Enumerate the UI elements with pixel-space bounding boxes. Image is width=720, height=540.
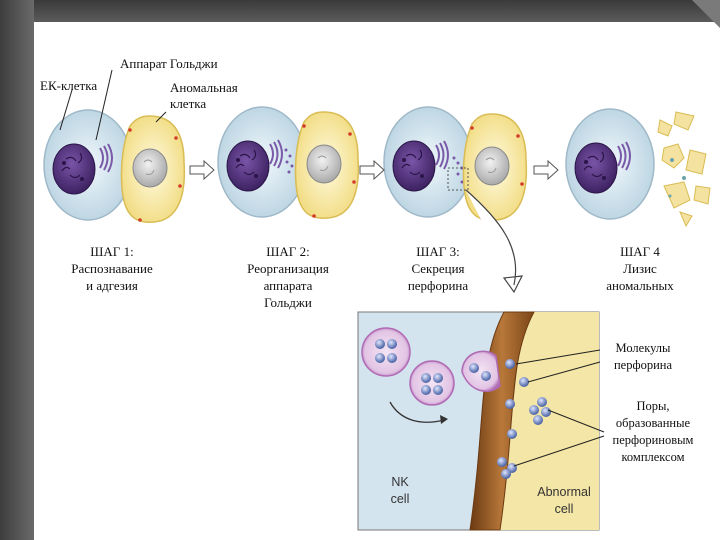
step3-cells bbox=[383, 106, 528, 221]
inset-nk-label-2: cell bbox=[390, 492, 410, 506]
step-4-caption: ШАГ 4 Лизис аномальных bbox=[580, 243, 700, 294]
abnormal-cell-2 bbox=[294, 111, 360, 219]
perforin-molecules bbox=[497, 359, 551, 479]
pores-label-2: образованные bbox=[615, 416, 691, 430]
window-frame-left bbox=[0, 0, 34, 540]
pores-label: Поры, образованные перфориновым комплекс… bbox=[603, 398, 703, 466]
step-2-title: ШАГ 2: bbox=[266, 244, 310, 259]
inset-abnormal-label: Abnormal cell bbox=[528, 484, 600, 518]
inset-nk-label: NK cell bbox=[380, 474, 420, 508]
step-2-caption: ШАГ 2: Реорганизация аппарата Гольджи bbox=[228, 243, 348, 311]
step-2-line2: аппарата bbox=[263, 278, 313, 293]
step-1-title: ШАГ 1: bbox=[90, 244, 134, 259]
step-3-line2: перфорина bbox=[407, 278, 469, 293]
abnormal-cell-1 bbox=[120, 115, 186, 223]
nk-cell-2 bbox=[217, 106, 307, 218]
step-3-title: ШАГ 3: bbox=[416, 244, 460, 259]
step-3-caption: ШАГ 3: Секреция перфорина bbox=[378, 243, 498, 294]
inset-panel bbox=[357, 311, 600, 531]
step-1-caption: ШАГ 1: Распознавание и адгезия bbox=[52, 243, 172, 294]
nk-cell-label: ЕК-клетка bbox=[40, 78, 98, 93]
perforin-label-1: Молекулы bbox=[615, 341, 671, 355]
perforin-label-2: перфорина bbox=[613, 358, 672, 372]
granules-2 bbox=[284, 148, 294, 174]
label-pointers bbox=[59, 69, 167, 141]
window-frame-top bbox=[0, 0, 720, 22]
abnormal-cell-label: Аномальная клетка bbox=[170, 80, 238, 111]
nk-cell-4 bbox=[565, 108, 655, 220]
abnormal-cell-3 bbox=[462, 113, 528, 221]
step-2-line3: Гольджи bbox=[264, 295, 312, 310]
inset-nk-label-1: NK bbox=[391, 475, 409, 489]
zoom-box bbox=[447, 167, 469, 191]
vesicle-granules bbox=[375, 339, 491, 395]
golgi-label: Аппарат Гольджи bbox=[120, 56, 218, 71]
pores-label-4: комплексом bbox=[621, 450, 685, 464]
step1-cells bbox=[43, 109, 186, 223]
inset-abnormal-label-2: cell bbox=[554, 502, 574, 516]
step-4-title: ШАГ 4 bbox=[620, 244, 660, 259]
pores-label-3: перфориновым bbox=[612, 433, 694, 447]
step2-cells bbox=[217, 106, 360, 219]
step-3-line1: Секреция bbox=[411, 261, 465, 276]
step-1-line2: и адгезия bbox=[86, 278, 138, 293]
inset-abnormal-label-1: Abnormal bbox=[537, 485, 591, 499]
debris bbox=[668, 158, 686, 198]
nk-cell-1 bbox=[43, 109, 133, 221]
pores-label-1: Поры, bbox=[636, 399, 670, 413]
step-4-line2: аномальных bbox=[606, 278, 674, 293]
window-frame-corner bbox=[692, 0, 720, 28]
step4-cells bbox=[565, 108, 711, 228]
inset-pointers bbox=[513, 349, 605, 467]
step-2-line1: Реорганизация bbox=[247, 261, 329, 276]
perforin-label: Молекулы перфорина bbox=[603, 340, 683, 374]
step-1-line1: Распознавание bbox=[71, 261, 153, 276]
zoom-arrow bbox=[465, 189, 524, 294]
lysed-fragments bbox=[657, 111, 711, 228]
step-4-line1: Лизис bbox=[623, 261, 657, 276]
step-arrows bbox=[189, 159, 559, 181]
